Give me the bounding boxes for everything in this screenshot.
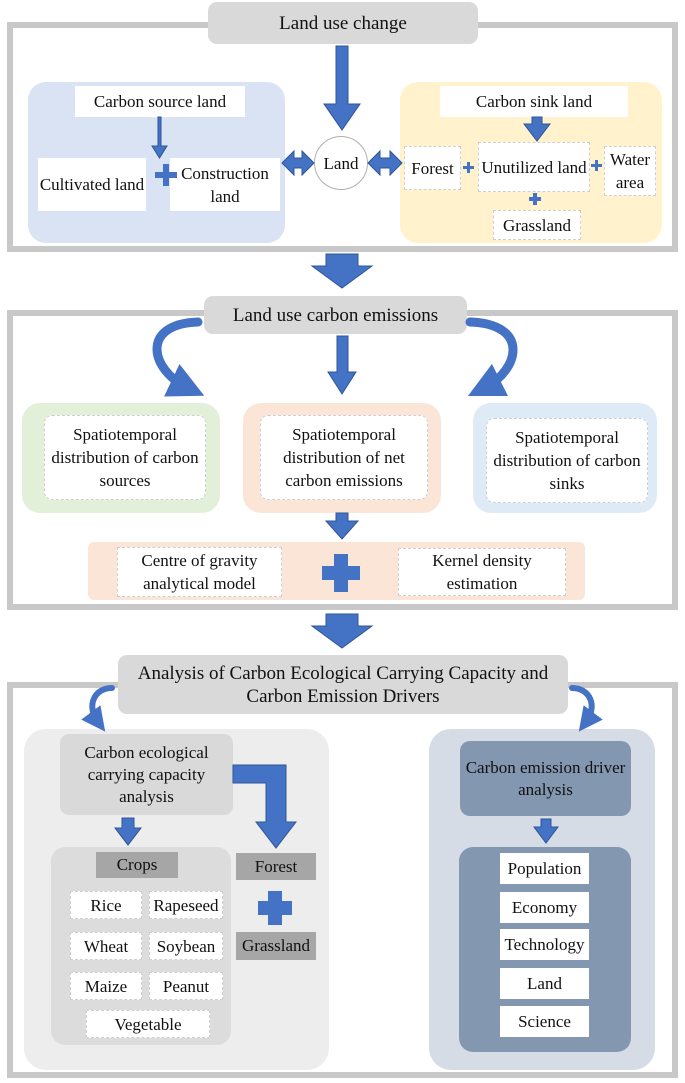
grassland-sink-box: Grassland [493, 210, 581, 240]
down-arrow-icon [310, 613, 374, 649]
capacity-analysis-box: Carbon ecological carrying capacity anal… [60, 734, 233, 815]
down-arrow-icon [533, 818, 559, 844]
land-use-change-title: Land use change [208, 2, 478, 44]
land-circle: Land [314, 136, 368, 190]
plus-icon [463, 162, 474, 173]
forest-sink-box: Forest [404, 146, 461, 190]
driver-economy: Economy [500, 892, 589, 923]
gravity-model-box: Centre of gravity analytical model [117, 547, 282, 597]
construction-land-box: Construction land [170, 158, 280, 211]
plus-icon [529, 193, 541, 205]
down-arrow-icon [310, 253, 374, 289]
driver-population: Population [500, 853, 589, 884]
cultivated-land-box: Cultivated land [38, 158, 146, 211]
driver-analysis-box: Carbon emission driver analysis [460, 741, 631, 816]
driver-science: Science [500, 1006, 589, 1037]
crop-rice: Rice [70, 891, 142, 919]
crop-wheat: Wheat [70, 932, 142, 960]
kernel-density-box: Kernel density estimation [398, 548, 566, 596]
crop-soybean: Soybean [149, 932, 223, 960]
carbon-sink-land-label: Carbon sink land [440, 86, 628, 117]
carbon-sources-distribution: Spatiotemporal distribution of carbon so… [44, 415, 206, 500]
carbon-sinks-distribution: Spatiotemporal distribution of carbon si… [486, 418, 648, 503]
crops-label: Crops [96, 852, 178, 878]
curved-arrow-icon [152, 317, 205, 397]
net-emissions-distribution: Spatiotemporal distribution of net carbo… [260, 415, 428, 500]
crop-rapeseed: Rapeseed [149, 891, 223, 919]
grassland-capacity-label: Grassland [236, 932, 316, 960]
driver-land: Land [500, 968, 589, 999]
plus-icon [591, 160, 602, 171]
down-arrow-icon [323, 45, 361, 131]
plus-icon [322, 554, 360, 592]
crop-maize: Maize [70, 972, 142, 1000]
plus-icon [155, 164, 177, 186]
forest-capacity-label: Forest [236, 853, 316, 880]
carrying-capacity-title: Analysis of Carbon Ecological Carrying C… [118, 655, 568, 714]
unutilized-land-box: Unutilized land [478, 142, 590, 192]
double-arrow-icon [281, 149, 315, 177]
down-arrow-icon [324, 512, 360, 540]
small-down-arrow-icon [151, 116, 168, 159]
crop-vegetable: Vegetable [86, 1010, 210, 1038]
plus-icon [258, 891, 292, 925]
driver-technology: Technology [500, 929, 589, 960]
crop-peanut: Peanut [149, 972, 223, 1000]
carbon-emissions-title: Land use carbon emissions [204, 296, 467, 334]
curved-arrow-icon [81, 685, 115, 732]
elbow-arrow-icon [232, 764, 298, 849]
double-arrow-icon [367, 149, 403, 177]
carbon-source-land-label: Carbon source land [75, 86, 245, 117]
down-arrow-icon [327, 335, 357, 395]
down-arrow-icon [113, 817, 143, 846]
small-down-arrow-icon [522, 116, 552, 142]
curved-arrow-icon [569, 685, 603, 732]
water-area-box: Water area [604, 146, 656, 196]
curved-arrow-icon [465, 317, 518, 397]
